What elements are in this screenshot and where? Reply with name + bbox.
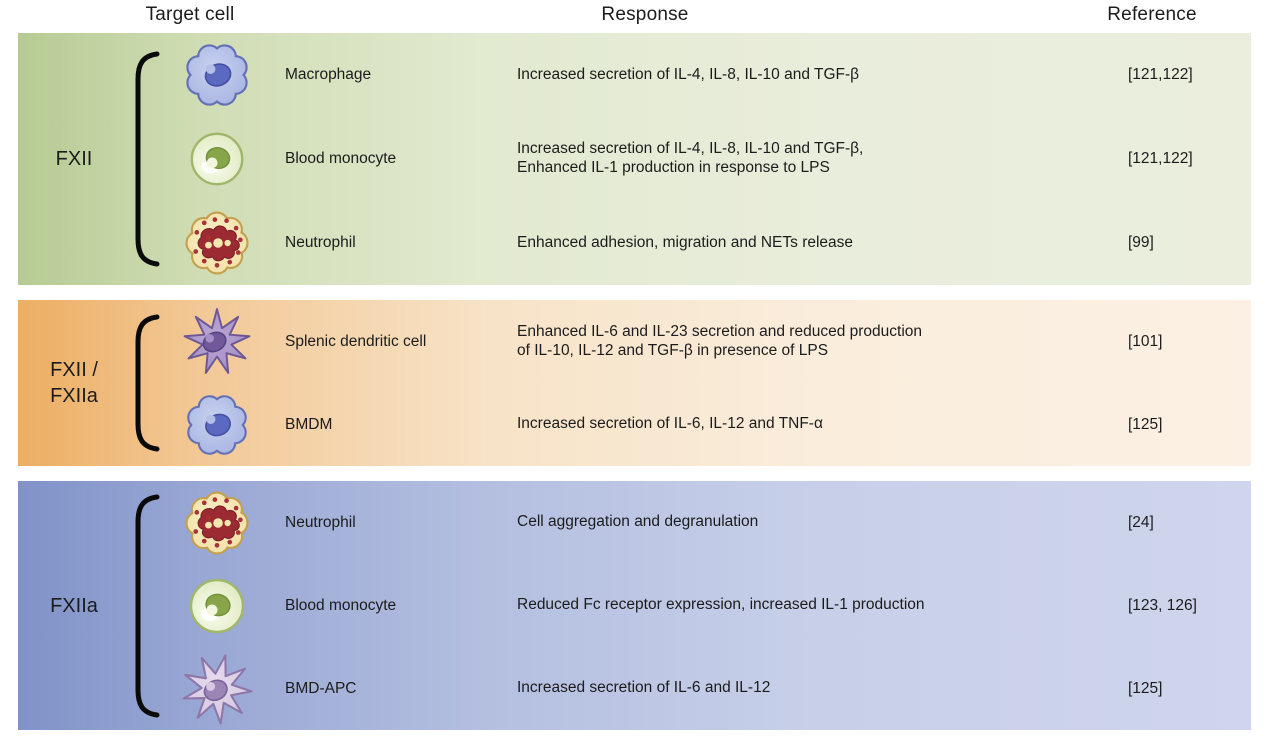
factor-label-fxii: FXII — [55, 148, 93, 170]
column-header-target-cell: Target cell — [145, 4, 235, 25]
reference-citation: [125] — [1128, 679, 1163, 697]
cell-name: Splenic dendritic cell — [285, 332, 427, 350]
response-text: Increased secretion of IL-6 and IL-12 — [517, 679, 771, 697]
cell-name: Blood monocyte — [285, 150, 397, 167]
response-text: Increased secretion of IL-6, IL-12 and T… — [517, 415, 823, 433]
reference-citation: [24] — [1128, 513, 1154, 531]
macrophage-icon — [184, 392, 250, 458]
factor-label-fxii-fxiia: FXII / FXIIa — [50, 359, 98, 407]
column-header-reference: Reference — [1107, 4, 1197, 25]
reference-citation: [101] — [1128, 332, 1163, 350]
cell-name: Blood monocyte — [285, 596, 397, 614]
response-text: Enhanced IL-6 and IL-23 secretion and re… — [517, 322, 923, 359]
cell-name: Macrophage — [285, 66, 372, 83]
bracket — [135, 314, 160, 452]
bracket — [135, 51, 160, 267]
blood-monocyte-icon — [186, 128, 248, 190]
section-fxii-fxiia: FXII / FXIIa Splenic dendritic cell Enha… — [18, 300, 1251, 466]
cell-name: Neutrophil — [285, 513, 356, 531]
response-text: Cell aggregation and degranulation — [517, 513, 759, 531]
response-text: Increased secretion of IL-4, IL-8, IL-10… — [517, 65, 860, 83]
reference-citation: [99] — [1128, 234, 1154, 251]
bmd-apc-icon — [176, 648, 258, 730]
macrophage-icon — [183, 41, 251, 109]
section-fxiia: FXIIa Neutrophil Cell aggregation and de… — [18, 481, 1251, 730]
neutrophil-icon — [183, 489, 251, 557]
response-text: Increased secretion of IL-4, IL-8, IL-10… — [517, 140, 864, 176]
bracket — [135, 494, 160, 717]
neutrophil-icon — [183, 209, 251, 277]
reference-citation: [125] — [1128, 415, 1163, 433]
reference-citation: [123, 126] — [1128, 596, 1197, 614]
reference-citation: [121,122] — [1128, 150, 1193, 167]
column-header-response: Response — [601, 4, 689, 25]
section-fxii: FXII Macrophage Increased secretion of I… — [18, 33, 1251, 285]
response-text: Enhanced adhesion, migration and NETs re… — [517, 233, 854, 251]
blood-monocyte-icon — [185, 574, 249, 638]
dendritic-cell-icon — [178, 303, 256, 381]
cell-name: Neutrophil — [285, 234, 356, 251]
factor-label-fxiia: FXIIa — [50, 594, 98, 617]
cell-name: BMDM — [285, 415, 333, 433]
cell-name: BMD-APC — [285, 679, 357, 697]
reference-citation: [121,122] — [1128, 66, 1193, 83]
response-text: Reduced Fc receptor expression, increase… — [517, 596, 925, 614]
